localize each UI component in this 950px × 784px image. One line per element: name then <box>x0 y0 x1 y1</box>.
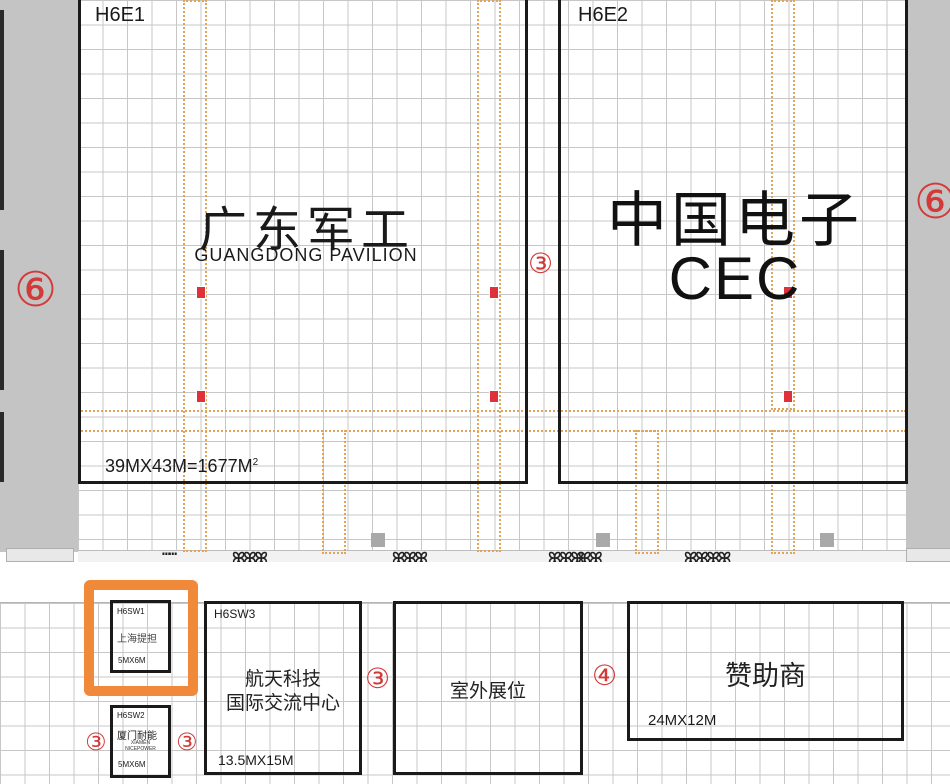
pavilion-h6e1-area-unit: 2 <box>252 457 259 468</box>
emergency-marker <box>489 390 499 403</box>
right-wall-base <box>906 548 950 562</box>
left-wall-door <box>0 10 4 210</box>
left-wall-door <box>0 412 4 482</box>
left-wall-base <box>6 548 74 562</box>
marker-3-sw2-left: ③ <box>85 728 107 756</box>
sponsor-booth-name: 赞助商 <box>725 661 806 692</box>
marker-3-center: ③ <box>528 247 554 280</box>
booth-h6sw2-name-en-2: NICEPOWER <box>125 746 156 752</box>
pavilion-h6e1-title-en: GUANGDONG PAVILION <box>194 245 418 265</box>
booth-h6sw3[interactable] <box>204 601 362 775</box>
pavilion-h6e1-code: H6E1 <box>95 4 146 26</box>
booth-h6sw2-name-en-1: XIAMEN <box>130 740 151 746</box>
upper-hall-floor <box>78 0 906 552</box>
sponsor-booth[interactable] <box>627 601 904 741</box>
booth-h6sw3-name-line2: 国际交流中心 <box>225 692 340 714</box>
pillar <box>596 533 610 547</box>
booth-h6sw2-size: 5MX6M <box>118 760 146 769</box>
emergency-marker <box>783 286 793 299</box>
booth-h6sw2-name: 厦门耐能 <box>117 731 157 742</box>
emergency-marker <box>196 286 206 299</box>
marker-6-left: ⑥ <box>14 262 58 318</box>
marker-3-sw3-right: ③ <box>365 662 391 695</box>
pavilion-h6e2[interactable] <box>558 0 908 484</box>
dotted-path <box>771 0 795 410</box>
sponsor-booth-size: 24MX12M <box>648 712 717 729</box>
dotted-path <box>183 0 207 552</box>
booth-h6sw3-code: H6SW3 <box>214 607 256 621</box>
outdoor-booth-name: 室外展位 <box>449 680 526 702</box>
dotted-path <box>635 430 659 554</box>
emergency-marker <box>783 390 793 403</box>
marker-6-right: ⑥ <box>914 174 950 230</box>
emergency-marker <box>196 390 206 403</box>
booth-h6sw1-code: H6SW1 <box>117 607 145 616</box>
dotted-path <box>477 0 501 552</box>
right-wall <box>906 0 950 552</box>
booth-h6sw2[interactable] <box>110 705 171 778</box>
emergency-marker <box>489 286 499 299</box>
booth-h6sw1-highlight <box>84 580 198 696</box>
booth-h6sw1-name: 上海提担 <box>117 634 157 645</box>
left-wall <box>0 0 78 552</box>
pillar <box>820 533 834 547</box>
pavilion-h6e2-title-cn: 中国电子 <box>607 187 863 254</box>
pavilion-h6e2-title-en: CEC <box>668 245 802 312</box>
dotted-path <box>78 410 906 432</box>
pillar <box>371 533 385 547</box>
dotted-path <box>322 430 346 554</box>
left-wall-door <box>0 250 4 390</box>
dotted-path <box>771 430 795 554</box>
pavilion-h6e1-area-text: 39MX43M=1677M <box>105 456 253 476</box>
pavilion-h6e1-area: 39MX43M=1677M2 <box>105 456 258 477</box>
booth-h6sw3-name-line1: 航天科技 <box>244 668 321 690</box>
pavilion-h6e1[interactable] <box>78 0 528 484</box>
outdoor-booth[interactable] <box>393 601 583 775</box>
booth-h6sw3-size: 13.5MX15M <box>218 752 294 768</box>
pavilion-h6e2-code: H6E2 <box>578 4 629 26</box>
booth-h6sw1[interactable] <box>110 600 171 673</box>
pavilion-h6e1-title-cn: 广东军工 <box>198 202 415 258</box>
booth-h6sw1-size: 5MX6M <box>118 656 146 665</box>
marker-3-sw2-right: ③ <box>176 728 198 756</box>
marker-4-outdoor-right: ④ <box>592 659 618 692</box>
booth-h6sw2-code: H6SW2 <box>117 711 145 720</box>
seating-icon: ⋯⋯ <box>162 546 177 562</box>
